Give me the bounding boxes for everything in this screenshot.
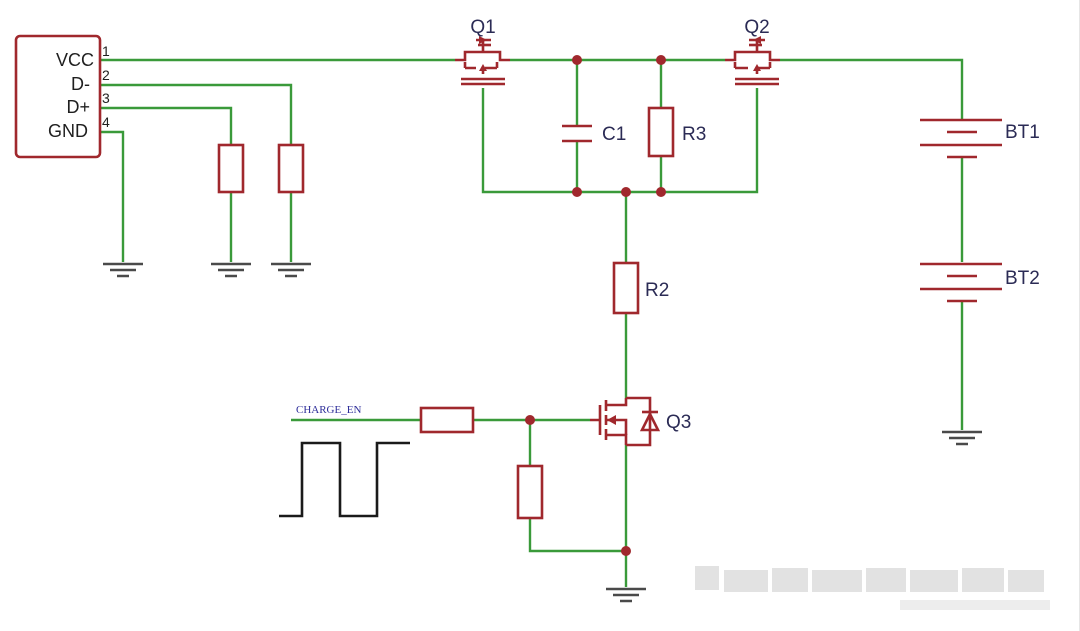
pin-1-number: 1 xyxy=(102,43,110,59)
dplus-resistor xyxy=(217,143,245,194)
ground-icon xyxy=(103,262,143,278)
pin-gnd-name: GND xyxy=(48,121,88,141)
pin-vcc-name: VCC xyxy=(56,50,94,70)
q2-mosfet: Q2 xyxy=(725,17,780,86)
q3-mosfet: Q3 xyxy=(590,396,691,447)
junction-dot xyxy=(656,187,666,197)
bt2-label: BT2 xyxy=(1005,268,1040,289)
dminus-resistor xyxy=(277,143,305,194)
junction-dot xyxy=(621,187,631,197)
charge-en-net-label: CHARGE_EN xyxy=(296,404,361,416)
junction-dot xyxy=(656,55,666,65)
r2-resistor: R2 xyxy=(612,261,669,315)
pulldown-resistor xyxy=(516,464,544,520)
pin-dminus-name: D- xyxy=(71,74,90,94)
gate-resistor xyxy=(419,406,475,434)
bt1-label: BT1 xyxy=(1005,122,1040,143)
square-wave-signal xyxy=(279,441,410,518)
q1-mosfet: Q1 xyxy=(455,17,510,86)
bt1-battery: BT1 xyxy=(920,118,1040,159)
usb-connector: VCC D- D+ GND 1 2 3 4 xyxy=(14,34,110,159)
c1-capacitor: C1 xyxy=(562,124,626,145)
connector-body xyxy=(14,34,102,159)
junction-dot xyxy=(621,546,631,556)
junction-dot xyxy=(525,415,535,425)
r3-label: R3 xyxy=(682,124,706,145)
bt2-battery: BT2 xyxy=(920,262,1040,303)
ground-symbols xyxy=(103,262,982,603)
pin-4-number: 4 xyxy=(102,114,110,130)
junction-dot xyxy=(572,55,582,65)
junctions xyxy=(525,55,666,556)
q2-label: Q2 xyxy=(744,17,769,38)
pin-dplus-name: D+ xyxy=(66,97,90,117)
q1-label: Q1 xyxy=(470,17,495,38)
pin-3-number: 3 xyxy=(102,90,110,106)
ground-icon xyxy=(271,262,311,278)
pin-2-number: 2 xyxy=(102,67,110,83)
junction-dot xyxy=(572,187,582,197)
ground-icon xyxy=(211,262,251,278)
ground-icon xyxy=(606,587,646,603)
r3-resistor: R3 xyxy=(647,106,706,158)
ground-icon xyxy=(942,430,982,446)
wires xyxy=(100,58,964,587)
watermark xyxy=(695,566,1050,610)
q3-label: Q3 xyxy=(666,412,691,433)
c1-label: C1 xyxy=(602,124,626,145)
r2-label: R2 xyxy=(645,280,669,301)
